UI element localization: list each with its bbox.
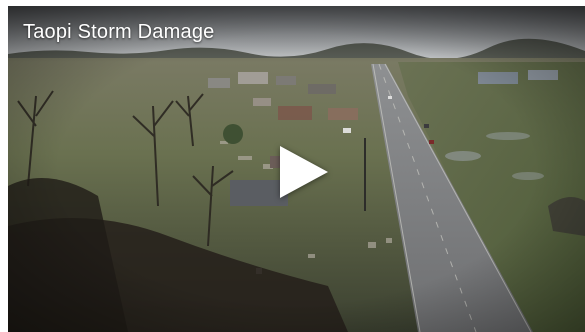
- play-button[interactable]: [273, 141, 335, 203]
- play-icon: [280, 146, 328, 198]
- video-frame: [8, 6, 585, 332]
- title-overlay: Taopi Storm Damage: [8, 6, 585, 62]
- video-player[interactable]: Taopi Storm Damage: [8, 6, 585, 332]
- video-title[interactable]: Taopi Storm Damage: [23, 21, 215, 43]
